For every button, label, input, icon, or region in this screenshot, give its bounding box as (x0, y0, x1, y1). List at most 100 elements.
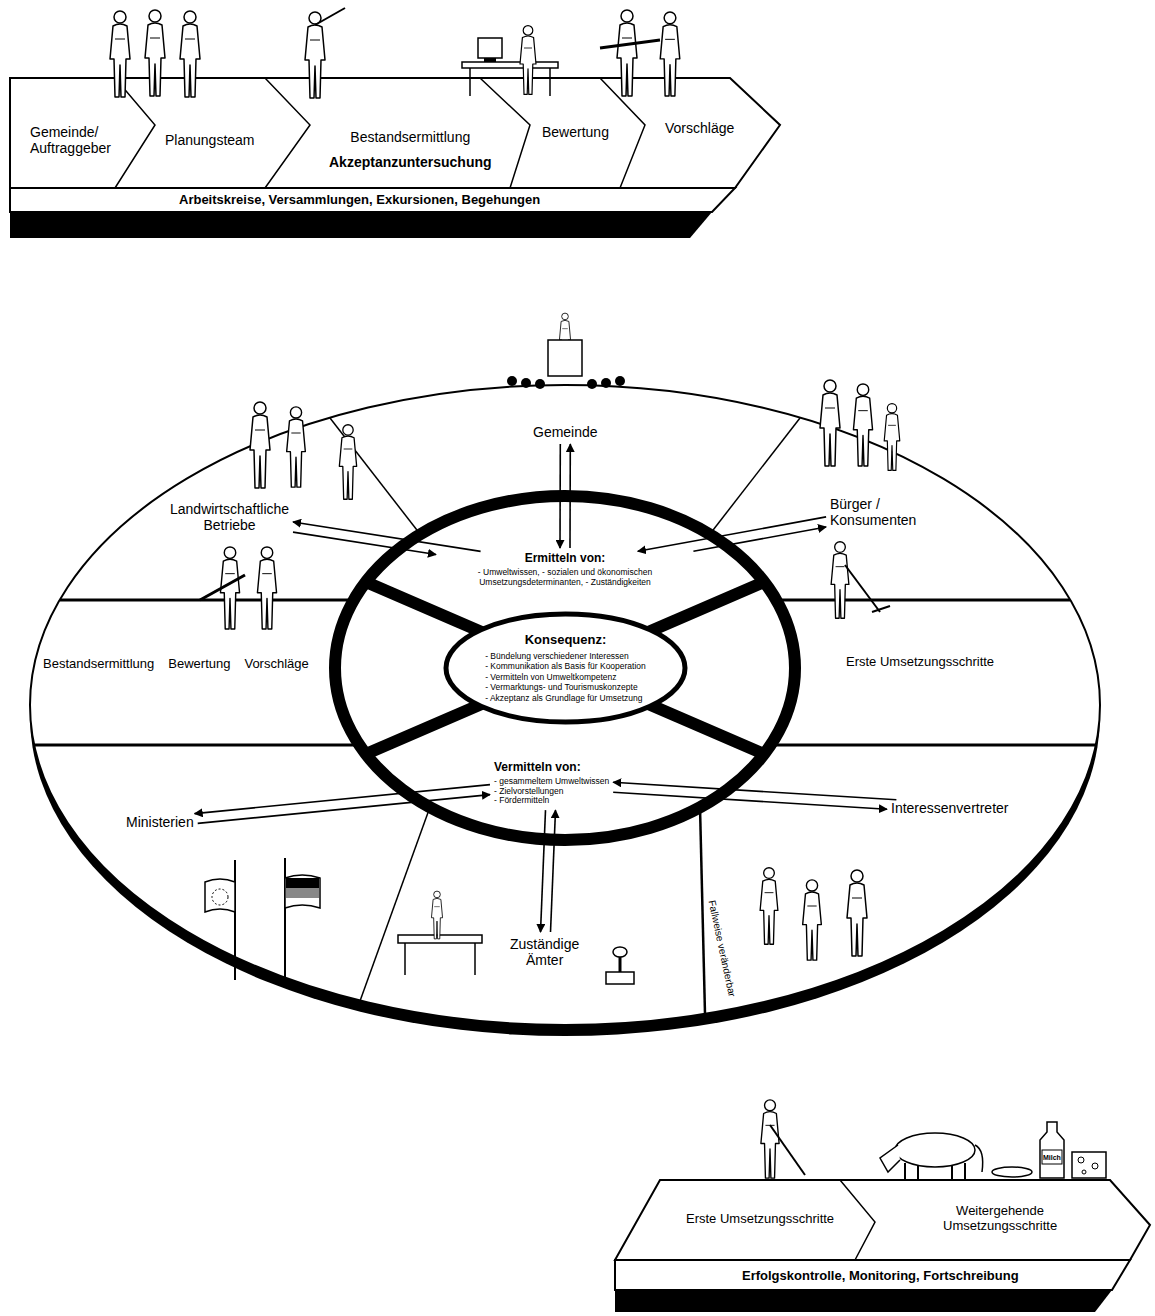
activity-strip: Erfolgskontrolle, Monitoring, Fortschrei… (742, 1269, 1019, 1284)
top-band-part (265, 78, 310, 188)
bottom-figures-part (761, 1100, 779, 1178)
flow-arrow (541, 810, 546, 932)
node-text: - Umweltwissen, - sozialen und ökonomisc… (440, 568, 690, 588)
ring-part (34, 744, 359, 747)
node-label: Erste Umsetzungsschritte (686, 1212, 834, 1227)
ring-figures-part (831, 542, 849, 618)
ring-part (710, 418, 800, 534)
top-figures-part (469, 68, 471, 96)
ring-part (776, 599, 1070, 602)
ring-figures-part (257, 547, 276, 629)
ring-figures-part (212, 889, 228, 905)
ring-figures-part (820, 380, 840, 466)
bottom-band-part (840, 1180, 875, 1260)
node-text: Akzeptanzuntersuchung (329, 154, 492, 170)
ring-segment: Ministerien (126, 814, 194, 830)
node-label: Ministerien (126, 814, 194, 830)
step-chevron: Bewertung (542, 124, 609, 140)
ring-figures-part (286, 888, 319, 898)
node-label: Zuständige Ämter (510, 936, 579, 968)
node-label: Erfolgskontrolle, Monitoring, Fortschrei… (742, 1269, 1019, 1284)
flow-arrow (569, 444, 571, 548)
ellipse-shape (446, 614, 685, 722)
step-chevron: Erste Umsetzungsschritte (686, 1212, 834, 1227)
ring-figures-part (431, 891, 442, 939)
top-band-part (10, 212, 712, 238)
flow-arrow (551, 810, 556, 932)
ring-segment: Landwirtschaftliche Betriebe (170, 501, 289, 533)
top-figures-part (110, 11, 130, 97)
top-figures-part (180, 11, 200, 97)
node-text: - Kommunikation als Basis für Kooperatio… (485, 661, 646, 672)
node-label: Ermitteln von: (440, 552, 690, 566)
ring-part (700, 807, 705, 1014)
ellipse-content: Konsequenz:- Bündelung verschiedener Int… (485, 632, 646, 703)
flow-arrow (613, 792, 887, 809)
bottom-figures-part (1040, 1122, 1064, 1178)
top-figures-part (600, 40, 660, 48)
node-label: Vermitteln von: (494, 761, 609, 775)
ring-figures-part (200, 575, 245, 600)
ring (30, 385, 1100, 1036)
ring-segment: Erste Umsetzungsschritte (846, 655, 994, 670)
ring-figures-part (619, 957, 622, 972)
ring-figures-part (507, 376, 517, 386)
bottom-band-part (615, 1260, 1130, 1290)
ring-segment: Gemeinde (533, 424, 598, 440)
ring-segment: BestandsermittlungBewertungVorschläge (43, 657, 309, 672)
bottom-figures-part (1072, 1152, 1106, 1178)
bottle-label: Milch (1043, 1154, 1061, 1161)
ring-figures-part (250, 402, 270, 488)
bottom-band-part (615, 1290, 1112, 1312)
bottom-figures-part (770, 1125, 805, 1175)
node-label: Bestandsermittlung (350, 129, 470, 145)
node-label: Landwirtschaftliche Betriebe (170, 501, 289, 533)
flow-arrow (638, 517, 826, 551)
inner-panel: Vermitteln von: - gesammeltem Umweltwisse… (494, 761, 609, 806)
top-band-part (10, 188, 735, 212)
bottom-figures (761, 1100, 1106, 1180)
top-figures-part (484, 58, 496, 62)
top-figures-part (617, 10, 637, 96)
flow-arrow (293, 532, 436, 554)
node-text: - Akzeptanz als Grundlage für Umsetzung (485, 693, 646, 704)
ring-figures-part (613, 947, 627, 957)
top-figures-part (660, 12, 680, 96)
top-band (10, 78, 780, 238)
ring-figures-part (205, 879, 235, 912)
node-label: Arbeitskreise, Versammlungen, Exkursione… (179, 193, 540, 208)
node-label: Interessenvertreter (891, 800, 1009, 816)
top-figures-part (145, 10, 165, 96)
bottom-band (615, 1180, 1150, 1312)
ring-figures-part (803, 880, 822, 960)
top-figures-part (520, 26, 536, 95)
activity-strip: Arbeitskreise, Versammlungen, Exkursione… (179, 193, 540, 208)
bottom-figures-part (895, 1133, 975, 1167)
ring-figures-part (284, 858, 286, 978)
ring-figures-part (847, 870, 867, 956)
ring-figures-part (548, 340, 582, 376)
ring-figures-part (601, 378, 611, 388)
node-text: - Vermitteln von Umweltkompetenz (485, 672, 646, 683)
ring-part (360, 807, 430, 1001)
ring-figures-part (521, 378, 531, 388)
node-text: - Vermarktungs- und Tourismuskonzepte (485, 682, 646, 693)
step-chevron: Planungsteam (165, 132, 255, 148)
bottom-figures-part (880, 1145, 900, 1172)
node-text: - Fördermitteln (494, 796, 609, 806)
bottom-figures-part (1082, 1170, 1086, 1174)
bottom-figures-part (917, 1165, 919, 1180)
ring-figures-part (287, 407, 306, 487)
inner-panel: Ermitteln von: - Umweltwissen, - sozialen… (440, 552, 690, 587)
node-label: Gemeinde (533, 424, 598, 440)
node-text: - gesammeltem Umweltwissen (494, 777, 609, 787)
ring-part (30, 385, 1100, 1025)
ring-part (330, 418, 420, 534)
ring-figures-part (587, 379, 597, 389)
ring-figures-part (872, 606, 890, 612)
ring-segment: Zuständige Ämter (510, 936, 579, 968)
node-label: Weitergehende Umsetzungsschritte (943, 1204, 1057, 1234)
ring-figures-part (234, 860, 236, 980)
